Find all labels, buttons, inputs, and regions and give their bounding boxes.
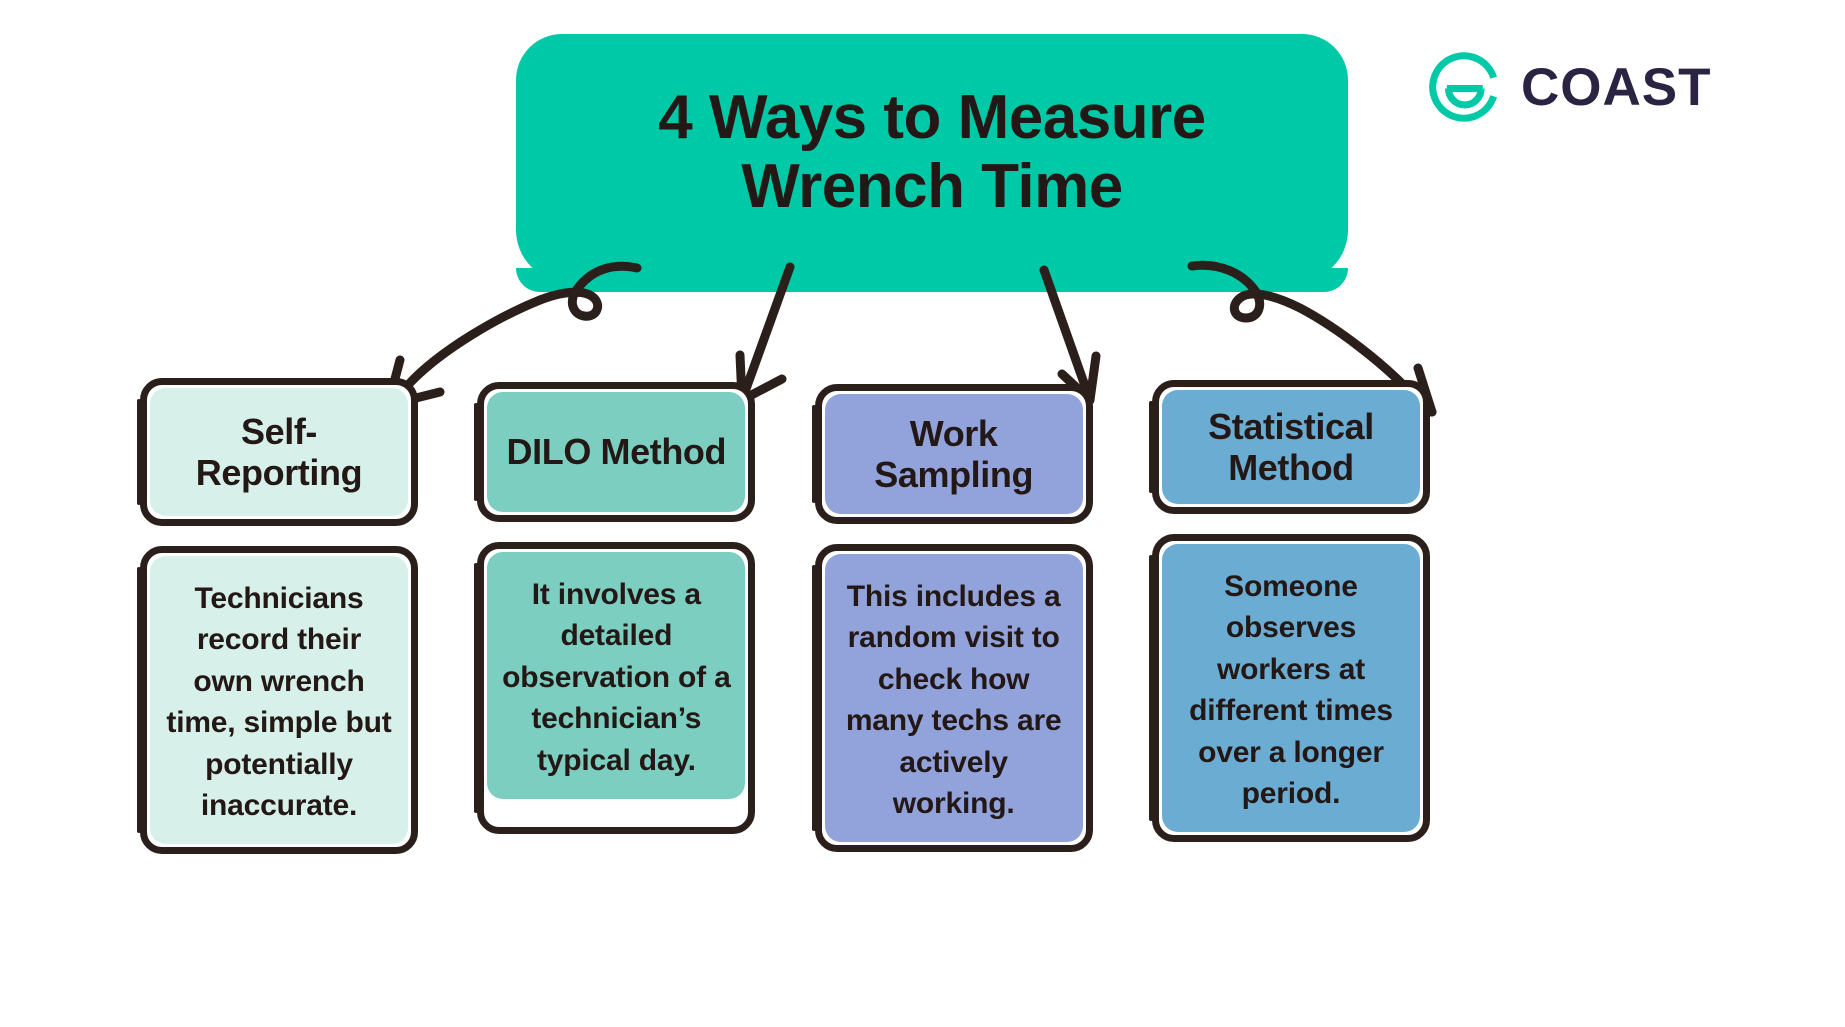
- method-columns: Self-Reporting Technicians record their …: [137, 378, 1430, 874]
- method-heading-3: Statistical Method: [1208, 405, 1374, 488]
- method-heading-2: Work Sampling: [874, 412, 1034, 495]
- method-body-card-1[interactable]: It involves a detailed observation of a …: [474, 542, 756, 834]
- method-column-dilo-method: DILO Method It involves a detailed obser…: [474, 382, 756, 854]
- method-column-work-sampling: Work Sampling This includes a random vis…: [811, 384, 1093, 872]
- method-description-3: Someone observes workers at different ti…: [1189, 570, 1393, 810]
- method-heading-card-3[interactable]: Statistical Method: [1148, 380, 1430, 514]
- method-heading-fill-2: Work Sampling: [824, 394, 1083, 514]
- title-banner: 4 Ways to Measure Wrench Time: [516, 34, 1348, 292]
- method-heading-card-0[interactable]: Self-Reporting: [137, 378, 418, 526]
- method-heading-card-2[interactable]: Work Sampling: [811, 384, 1093, 524]
- method-description-1: It involves a detailed observation of a …: [502, 578, 731, 777]
- method-column-self-reporting: Self-Reporting Technicians record their …: [137, 378, 418, 874]
- coast-circle-smile-logo-icon: [1429, 52, 1497, 122]
- method-heading-fill-3: Statistical Method: [1161, 390, 1420, 504]
- method-heading-0: Self-Reporting: [195, 410, 363, 493]
- method-body-card-3[interactable]: Someone observes workers at different ti…: [1148, 534, 1430, 843]
- method-heading-1: DILO Method: [506, 431, 727, 473]
- method-column-statistical-method: Statistical Method Someone observes work…: [1148, 380, 1430, 862]
- method-body-card-2[interactable]: This includes a random visit to check ho…: [811, 544, 1093, 853]
- brand-wordmark: COAST: [1521, 57, 1712, 117]
- method-body-fill-1: It involves a detailed observation of a …: [487, 552, 746, 799]
- method-description-2: This includes a random visit to check ho…: [845, 580, 1062, 820]
- title-line-1: 4 Ways to Measure: [658, 82, 1206, 152]
- page-title: 4 Ways to Measure Wrench Time: [658, 82, 1206, 222]
- method-heading-fill-0: Self-Reporting: [150, 388, 408, 516]
- method-heading-card-1[interactable]: DILO Method: [474, 382, 756, 522]
- method-body-fill-3: Someone observes workers at different ti…: [1161, 544, 1420, 833]
- method-body-card-0[interactable]: Technicians record their own wrench time…: [137, 546, 418, 855]
- method-body-fill-0: Technicians record their own wrench time…: [150, 556, 408, 845]
- method-body-fill-2: This includes a random visit to check ho…: [824, 554, 1083, 843]
- brand-logo: COAST: [1425, 48, 1712, 126]
- method-heading-fill-1: DILO Method: [487, 392, 746, 512]
- title-line-2: Wrench Time: [741, 152, 1123, 221]
- method-description-0: Technicians record their own wrench time…: [166, 582, 392, 822]
